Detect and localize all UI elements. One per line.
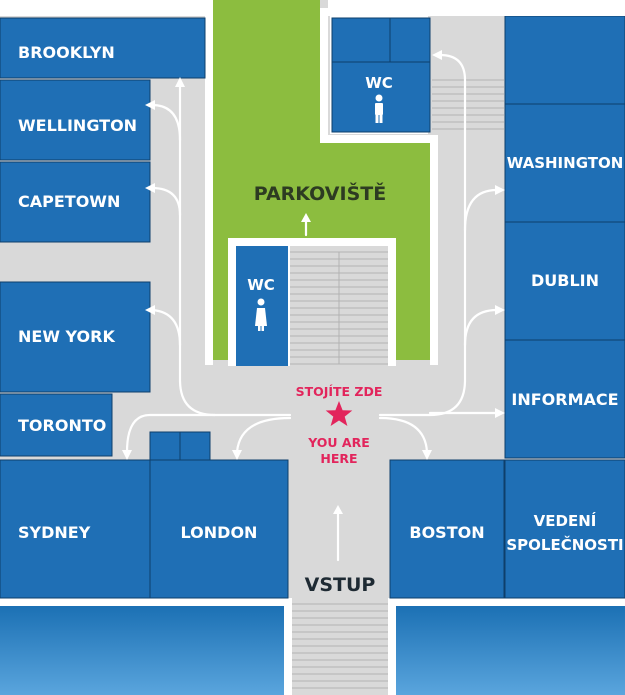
room-informace[interactable] bbox=[504, 339, 625, 459]
room-top-right bbox=[504, 15, 625, 105]
stairs-icon bbox=[292, 603, 388, 689]
label-wc-central: WC bbox=[247, 276, 275, 294]
person-icon bbox=[255, 298, 267, 331]
top-wall-right bbox=[320, 8, 625, 16]
label-wc-top: WC bbox=[365, 74, 393, 92]
label-wellington: WELLINGTON bbox=[18, 116, 137, 135]
star-icon bbox=[325, 401, 353, 426]
arrow-icon bbox=[378, 416, 429, 454]
arrow-icon bbox=[235, 416, 292, 454]
label-london: LONDON bbox=[181, 523, 258, 542]
label-vedeni-line1: VEDENÍ bbox=[534, 511, 597, 530]
top-wc-block bbox=[330, 16, 504, 134]
central-wc-room bbox=[236, 246, 288, 366]
label-washington: WASHINGTON bbox=[507, 154, 624, 172]
room-labels: BROOKLYN WELLINGTON CAPETOWN NEW YORK TO… bbox=[18, 43, 624, 554]
room-sydney[interactable] bbox=[0, 459, 151, 599]
room-boston[interactable] bbox=[389, 459, 505, 599]
room-washington[interactable] bbox=[504, 103, 625, 223]
stairs-icon bbox=[432, 79, 504, 130]
label-entrance: VSTUP bbox=[305, 574, 376, 596]
arrow-icon bbox=[463, 308, 499, 347]
label-you-are-here-en-1: YOU ARE bbox=[307, 435, 370, 450]
room-new-york[interactable] bbox=[0, 281, 151, 393]
arrow-icon bbox=[150, 103, 182, 142]
top-wall-left bbox=[0, 8, 212, 16]
room-vedeni[interactable] bbox=[504, 459, 625, 599]
top-stairs bbox=[432, 16, 504, 134]
stairs-icon bbox=[290, 251, 388, 365]
room-capetown[interactable] bbox=[0, 161, 151, 243]
entrance-stairs bbox=[284, 598, 396, 695]
person-icon bbox=[375, 94, 383, 123]
small-room-right bbox=[179, 431, 211, 461]
small-room-left bbox=[149, 431, 181, 461]
direction-arrows bbox=[122, 50, 505, 562]
arrow-icon bbox=[150, 186, 182, 217]
label-new-york: NEW YORK bbox=[18, 327, 115, 346]
central-block bbox=[228, 238, 396, 366]
room-dublin[interactable] bbox=[504, 221, 625, 341]
label-vedeni-line2: SPOLEČNOSTI bbox=[506, 535, 623, 554]
arrow-icon bbox=[125, 413, 217, 454]
room-wellington[interactable] bbox=[0, 79, 151, 161]
label-you-are-here-cz: STOJÍTE ZDE bbox=[296, 384, 383, 399]
label-informace: INFORMACE bbox=[511, 390, 618, 409]
arrow-icon bbox=[150, 308, 182, 347]
label-capetown: CAPETOWN bbox=[18, 192, 120, 211]
label-parking: PARKOVIŠTĚ bbox=[254, 181, 386, 205]
label-toronto: TORONTO bbox=[18, 416, 106, 435]
label-you-are-here-en-2: HERE bbox=[320, 451, 357, 466]
room-toronto[interactable] bbox=[0, 393, 113, 457]
room-london[interactable] bbox=[149, 459, 289, 599]
room-brooklyn[interactable] bbox=[0, 17, 206, 79]
rooms bbox=[0, 15, 625, 599]
label-brooklyn: BROOKLYN bbox=[18, 43, 115, 62]
label-sydney: SYDNEY bbox=[18, 523, 91, 542]
arrow-icon bbox=[463, 188, 499, 232]
label-dublin: DUBLIN bbox=[531, 271, 599, 290]
label-boston: BOSTON bbox=[409, 523, 484, 542]
